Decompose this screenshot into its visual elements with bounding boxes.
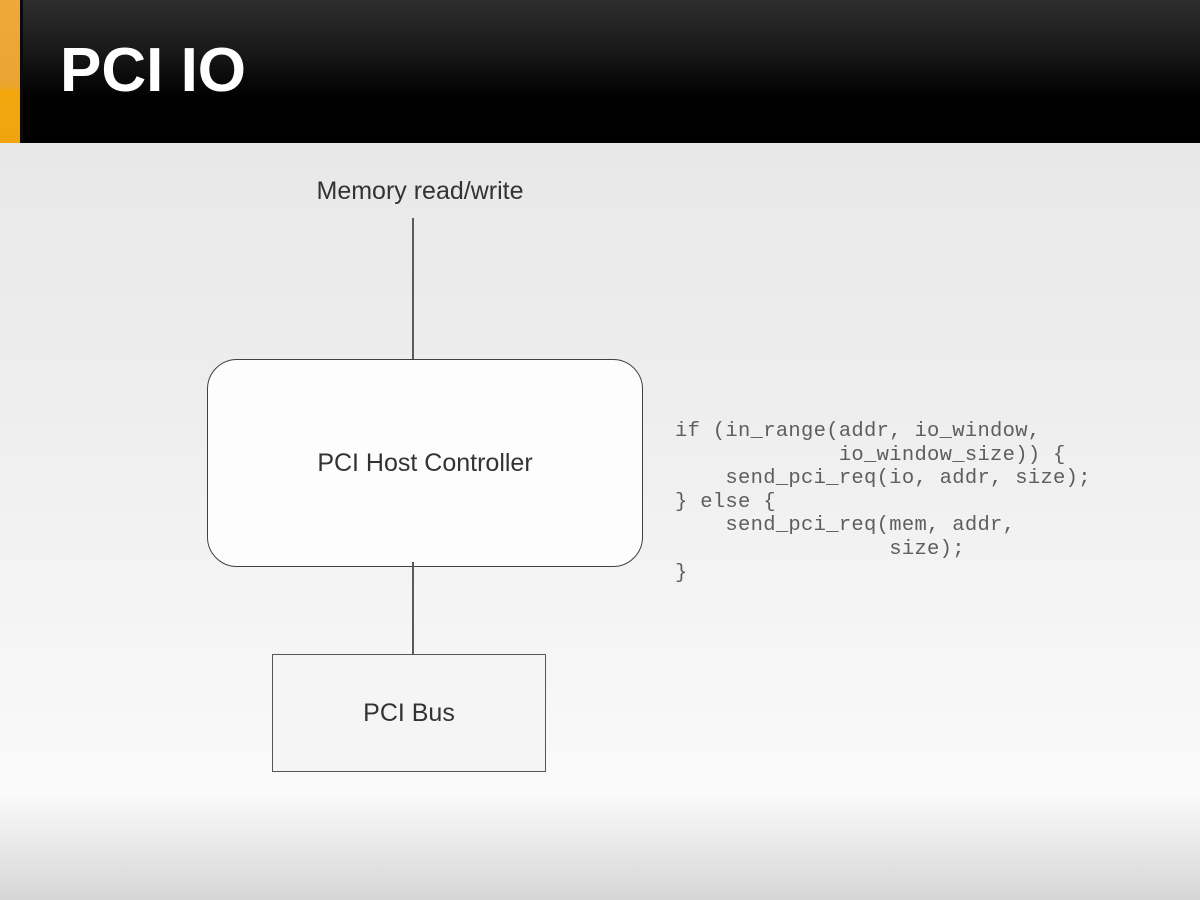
- accent-divider: [20, 0, 23, 143]
- pci-bus-box: PCI Bus: [272, 654, 546, 772]
- memory-readwrite-label: Memory read/write: [316, 177, 524, 205]
- connector-line-bottom: [412, 562, 414, 654]
- slide-title: PCI IO: [60, 36, 247, 105]
- orange-accent-stripe: [0, 0, 20, 143]
- title-bar: PCI IO: [0, 0, 1200, 143]
- connector-line-top: [412, 218, 414, 359]
- slide-body: Memory read/write PCI Host Controller PC…: [0, 143, 1200, 900]
- pci-host-controller-box: PCI Host Controller: [207, 359, 643, 567]
- pci-bus-label: PCI Bus: [363, 698, 455, 727]
- pci-host-controller-label: PCI Host Controller: [317, 448, 533, 477]
- code-snippet: if (in_range(addr, io_window, io_window_…: [675, 420, 1091, 585]
